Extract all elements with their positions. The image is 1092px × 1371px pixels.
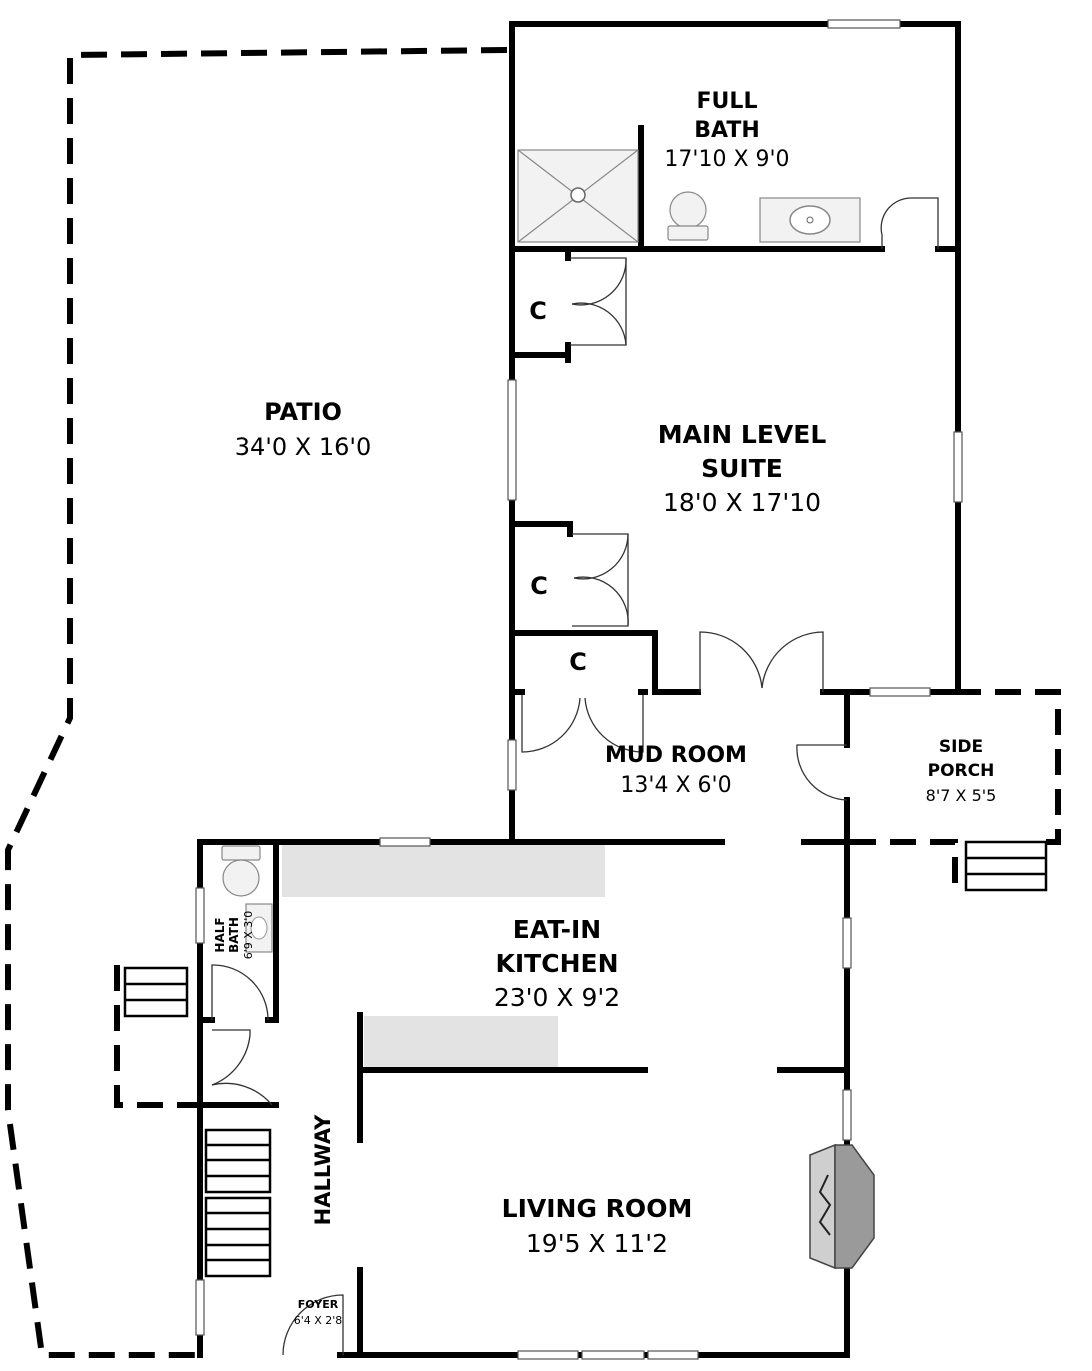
patio-outline	[5, 47, 508, 1358]
hallway-name: HALLWAY	[311, 1114, 335, 1225]
half-bath-dims: 6'9 X 3'0	[242, 911, 255, 960]
kitchen-name-2: KITCHEN	[496, 949, 619, 978]
mud-room-dims: 13'4 X 6'0	[620, 773, 731, 798]
shower	[517, 149, 639, 243]
side-porch-dims: 8'7 X 5'5	[926, 786, 997, 805]
sink-full-bath	[759, 197, 861, 243]
label-foyer: FOYER 6'4 X 2'8	[294, 1298, 343, 1327]
suite-name-1: MAIN LEVEL	[658, 420, 827, 449]
toilet-full-bath	[667, 191, 709, 241]
full-bath-name-1: FULL	[697, 89, 758, 114]
half-bath-name-2: BATH	[227, 917, 241, 953]
closet-3-label: C	[569, 648, 587, 676]
side-porch-outline	[850, 689, 1061, 885]
side-porch-name-1: SIDE	[939, 737, 983, 757]
label-living-room: LIVING ROOM 19'5 X 11'2	[502, 1194, 693, 1258]
label-patio: PATIO 34'0 X 16'0	[235, 398, 372, 461]
foyer-dims: 6'4 X 2'8	[294, 1314, 343, 1327]
closet-1-label: C	[529, 297, 547, 325]
mud-room-name: MUD ROOM	[605, 743, 747, 768]
label-main-suite: MAIN LEVEL SUITE 18'0 X 17'10	[658, 420, 827, 517]
label-hallway: HALLWAY	[311, 1114, 335, 1225]
foyer-name: FOYER	[298, 1298, 339, 1311]
living-room-dims: 19'5 X 11'2	[526, 1229, 668, 1258]
stairs-hall	[204, 1128, 272, 1278]
stairs-porch	[964, 840, 1048, 892]
label-full-bath: FULL BATH 17'10 X 9'0	[664, 89, 789, 172]
living-room-name: LIVING ROOM	[502, 1194, 693, 1223]
label-side-porch: SIDE PORCH 8'7 X 5'5	[926, 737, 997, 805]
sink-half-bath	[245, 903, 273, 953]
kitchen-counter-upper	[282, 845, 605, 897]
label-mud-room: MUD ROOM 13'4 X 6'0	[605, 743, 747, 798]
stairs-landing	[123, 966, 189, 1018]
doors	[211, 197, 939, 1356]
full-bath-name-2: BATH	[694, 118, 760, 143]
kitchen-dims: 23'0 X 9'2	[494, 983, 620, 1012]
label-kitchen: EAT-IN KITCHEN 23'0 X 9'2	[494, 915, 620, 1012]
fireplace	[809, 1143, 875, 1270]
kitchen-counter-island	[364, 1016, 558, 1068]
patio-name: PATIO	[264, 398, 342, 426]
toilet-half-bath	[221, 845, 261, 897]
side-porch-name-2: PORCH	[928, 761, 995, 781]
label-half-bath: HALF BATH 6'9 X 3'0	[213, 911, 255, 960]
windows	[195, 19, 963, 1360]
suite-dims: 18'0 X 17'10	[663, 488, 821, 517]
half-bath-name-1: HALF	[213, 917, 227, 952]
patio-dims: 34'0 X 16'0	[235, 433, 372, 461]
landing-outline	[114, 965, 205, 1108]
full-bath-dims: 17'10 X 9'0	[664, 147, 789, 172]
kitchen-name-1: EAT-IN	[513, 915, 601, 944]
closet-2-label: C	[530, 572, 548, 600]
suite-name-2: SUITE	[701, 454, 783, 483]
